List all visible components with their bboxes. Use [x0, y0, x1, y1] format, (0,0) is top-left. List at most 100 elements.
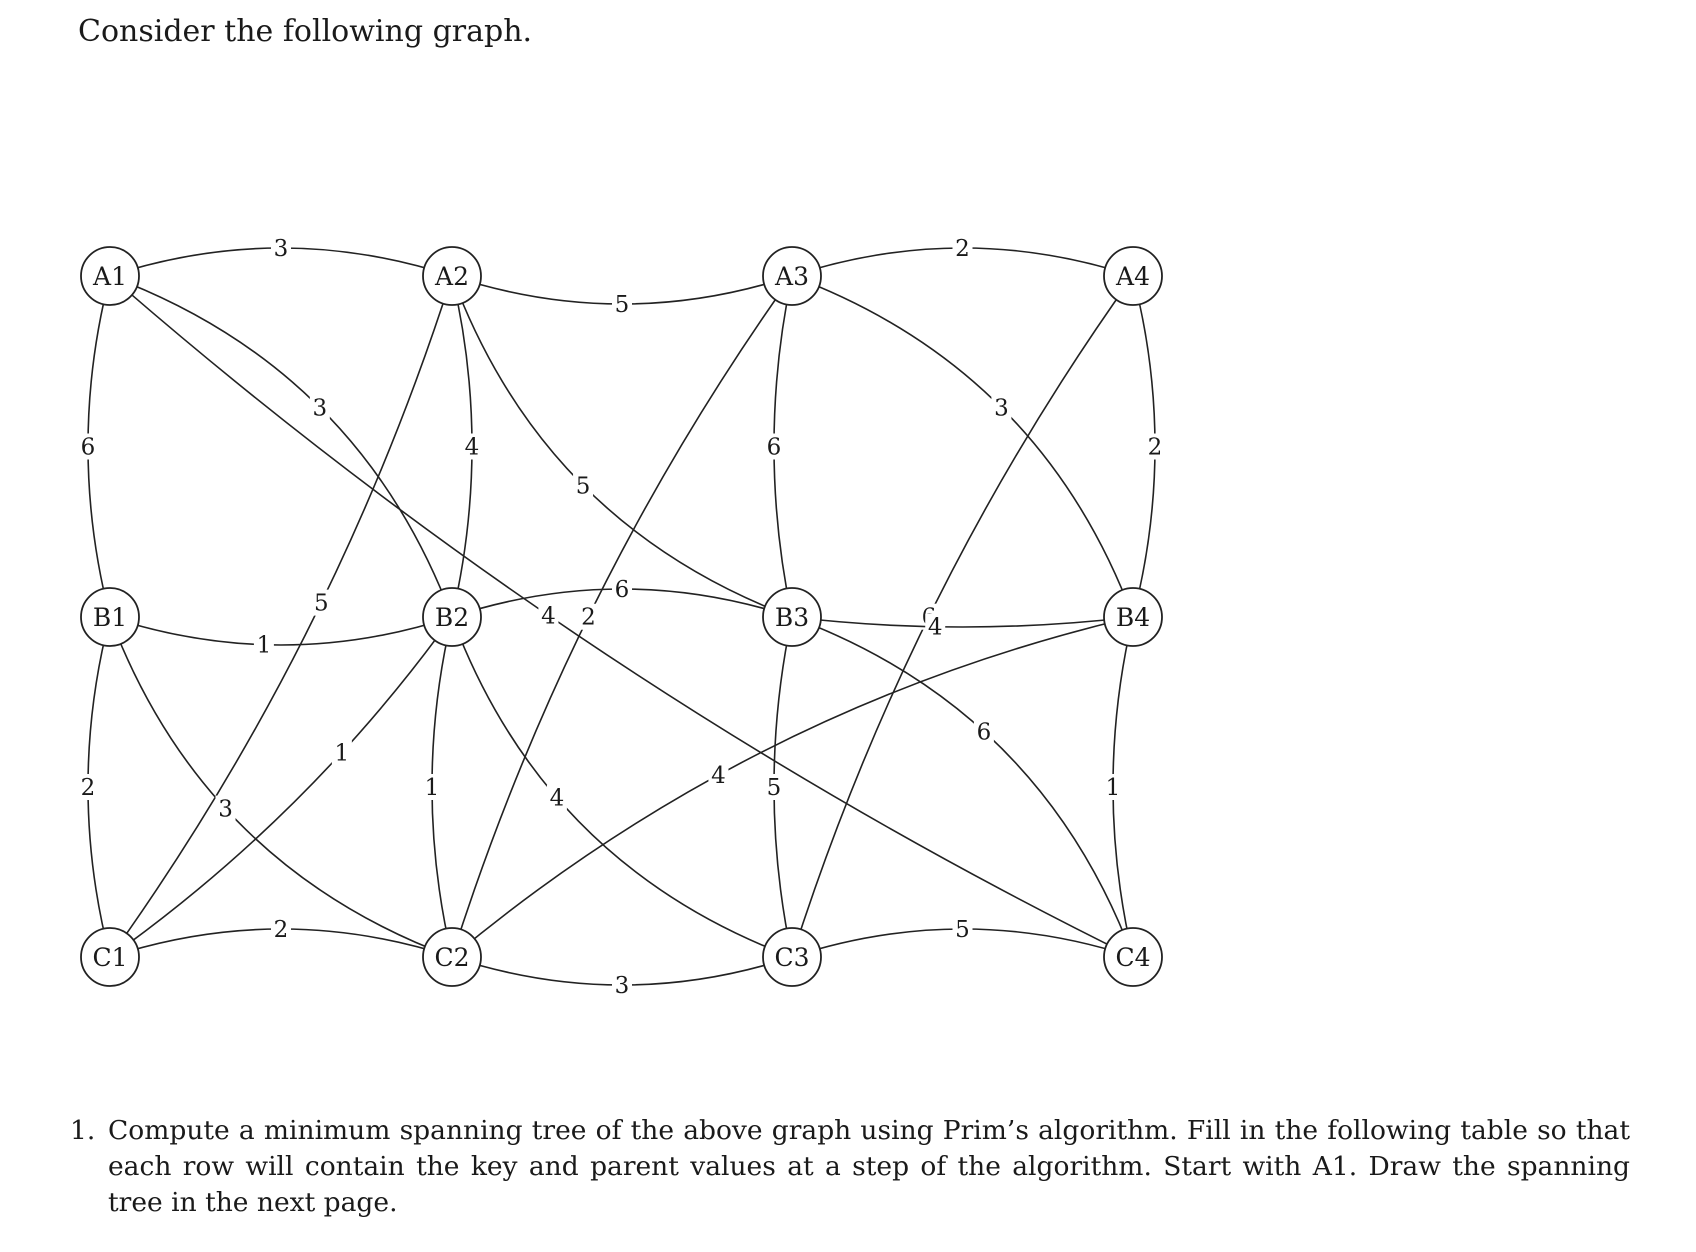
edge-weight-b4-c4: 1: [1106, 775, 1121, 801]
edge-weight-b2-c3: 4: [550, 786, 565, 812]
edge-weight-c2-c3: 3: [615, 973, 630, 999]
edge-label-background: [612, 291, 632, 317]
node-c2: C2: [422, 927, 482, 987]
node-c4: C4: [1103, 927, 1163, 987]
edge-weight-a1-b1: 6: [81, 435, 96, 461]
edge-weight-a3-a4: 2: [955, 236, 970, 262]
edge-label-background: [764, 433, 784, 460]
edge-label-background: [612, 576, 632, 602]
node-label-b2: B2: [435, 603, 469, 632]
node-circle: [762, 587, 822, 647]
edge-a3-c2: [451, 275, 793, 958]
edge-label-background: [546, 784, 567, 811]
edge-label-background: [764, 774, 784, 800]
edge-label-background: [573, 472, 594, 499]
edge-a2-b3: [451, 275, 793, 618]
edge-label-background: [1103, 774, 1123, 800]
node-label-a4: A4: [1115, 262, 1150, 291]
node-circle: [422, 927, 482, 987]
edge-weight-b3-c4: 6: [977, 719, 992, 745]
node-circle: [762, 927, 822, 987]
edge-label-background: [331, 739, 352, 766]
edge-weight-b2-c2: 1: [425, 775, 440, 801]
edge-label-background: [271, 916, 291, 942]
edge-weight-a4-b4: 2: [1148, 435, 1163, 461]
node-b3: B3: [762, 587, 822, 647]
node-circle: [1103, 587, 1163, 647]
edge-label-background: [1145, 433, 1165, 460]
node-label-a3: A3: [774, 262, 809, 291]
node-label-c1: C1: [92, 943, 127, 972]
question-number: 1.: [70, 1115, 96, 1146]
intro-text: Consider the following graph.: [78, 14, 533, 49]
edge-a1-b2: [109, 275, 453, 618]
edge-label-background: [708, 761, 729, 788]
edge-label-background: [925, 613, 946, 640]
node-circle: [422, 587, 482, 647]
node-circle: [1103, 246, 1163, 306]
node-circle: [80, 587, 140, 647]
edge-b2-c1: [109, 616, 453, 958]
edge-weight-a3-c2: 2: [581, 605, 596, 631]
edge-weight-a2-b3: 5: [576, 473, 591, 499]
edge-a3-b4: [791, 275, 1134, 618]
edge-weight-c3-c4: 5: [955, 917, 970, 943]
edge-weight-b4-c2: 4: [711, 763, 726, 789]
edge-weight-b1-b2: 1: [257, 633, 272, 659]
edge-b1-b2: [109, 616, 453, 646]
edge-weight-a2-a3: 5: [615, 292, 630, 318]
edge-label-background: [991, 394, 1012, 421]
node-c1: C1: [80, 927, 140, 987]
node-a1: A1: [80, 246, 140, 306]
edge-label-background: [578, 603, 599, 630]
node-label-c4: C4: [1115, 943, 1150, 972]
edge-label-background: [462, 433, 482, 460]
edge-label-background: [311, 589, 332, 616]
edge-weight-a2-b2: 4: [465, 435, 480, 461]
edge-weight-b1-c2: 3: [218, 797, 233, 823]
edge-label-background: [309, 394, 330, 421]
node-label-c3: C3: [774, 943, 809, 972]
edge-b1-c2: [109, 616, 453, 958]
node-circle: [80, 246, 140, 306]
node-circle: [422, 246, 482, 306]
edge-weight-a1-c4: 4: [541, 603, 556, 629]
edge-b4-c2: [451, 616, 1134, 958]
edge-weight-b2-b3: 6: [615, 577, 630, 603]
node-b4: B4: [1103, 587, 1163, 647]
edge-label-background: [952, 235, 973, 261]
node-circle: [1103, 927, 1163, 987]
node-c3: C3: [762, 927, 822, 987]
node-a3: A3: [762, 246, 822, 306]
edge-label-background: [612, 972, 632, 998]
edge-weight-a1-a2: 3: [274, 236, 289, 262]
node-label-a2: A2: [434, 262, 469, 291]
edge-weight-b1-c1: 2: [81, 775, 96, 801]
node-label-b1: B1: [93, 603, 127, 632]
edge-label-background: [538, 602, 559, 629]
edge-b2-c3: [451, 616, 793, 958]
graph-edges: 35264623534526164215134614235: [78, 235, 1165, 999]
edge-label-background: [78, 433, 98, 460]
edge-label-background: [253, 631, 274, 658]
edge-b3-b4: [791, 616, 1134, 628]
edge-weight-a1-b2: 3: [313, 396, 328, 422]
edge-label-background: [78, 774, 98, 800]
edge-label-background: [973, 718, 994, 745]
edge-weight-b3-b4: 4: [928, 615, 943, 641]
edge-label-background: [215, 795, 236, 822]
edge-b3-c4: [791, 616, 1134, 958]
node-a2: A2: [422, 246, 482, 306]
question-text: Compute a minimum spanning tree of the a…: [108, 1115, 1630, 1218]
edge-a4-c3: [791, 275, 1134, 958]
node-b1: B1: [80, 587, 140, 647]
edge-label-background: [271, 235, 291, 261]
node-circle: [80, 927, 140, 987]
edge-weight-c1-c2: 2: [274, 917, 289, 943]
edge-label-background: [422, 774, 442, 800]
node-label-b4: B4: [1116, 603, 1150, 632]
edge-a2-c1: [109, 275, 453, 958]
edge-weight-a3-b4: 3: [994, 396, 1009, 422]
